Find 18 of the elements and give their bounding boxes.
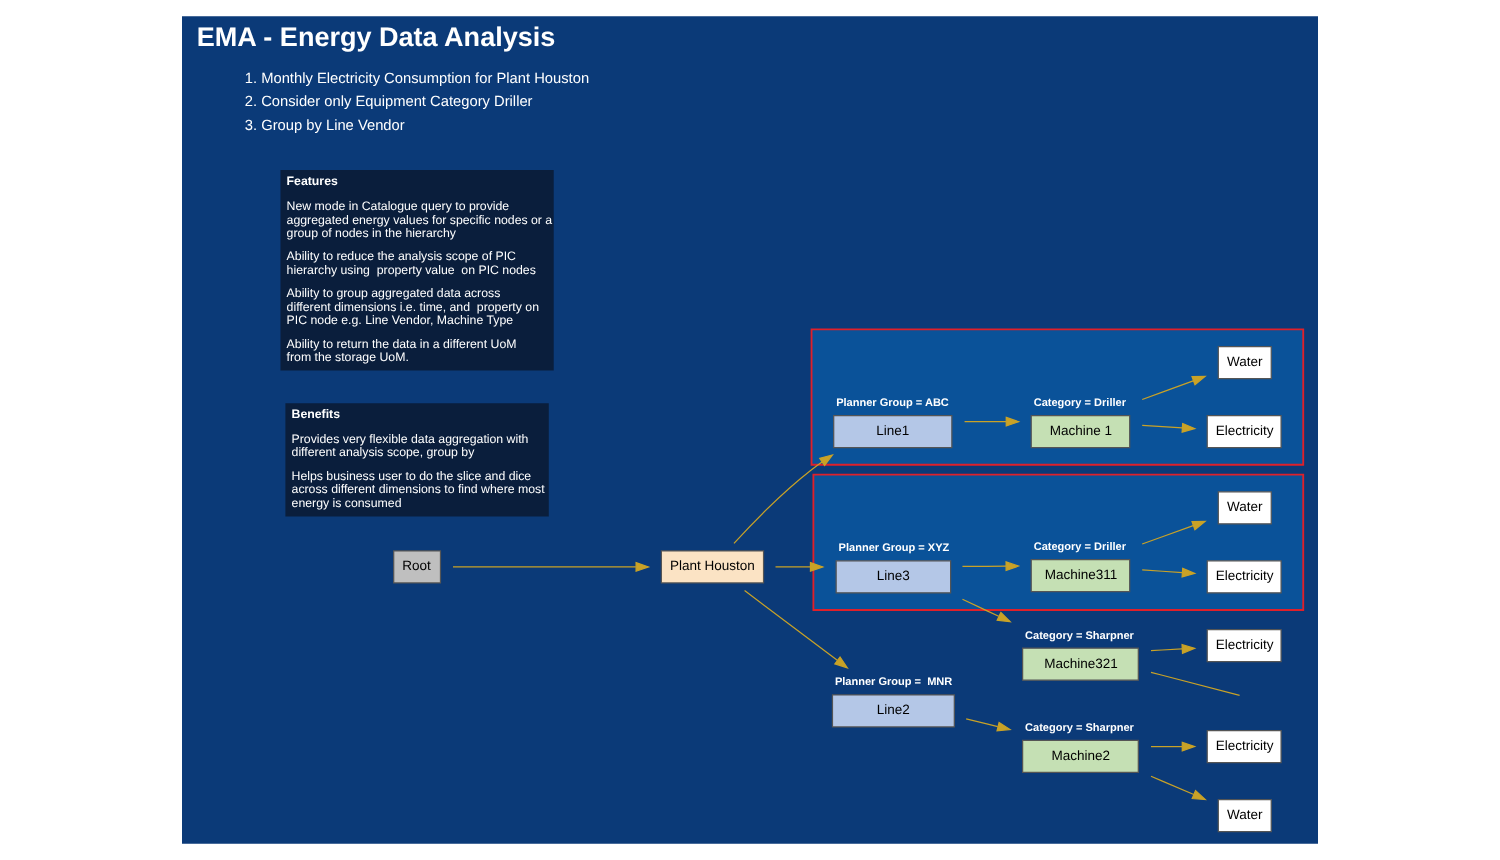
arrow bbox=[774, 561, 825, 573]
arrow bbox=[961, 561, 1021, 572]
diagram-title: EMA - Energy Data Analysis bbox=[196, 22, 556, 53]
arrow bbox=[1141, 422, 1197, 433]
arrow bbox=[961, 598, 1012, 623]
arrow bbox=[733, 453, 834, 544]
cluster bbox=[812, 473, 1305, 611]
connector bbox=[1150, 671, 1241, 696]
arrow bbox=[965, 718, 1012, 732]
arrow bbox=[1150, 643, 1197, 655]
arrow bbox=[1141, 567, 1197, 578]
arrow bbox=[1141, 520, 1207, 545]
arrow bbox=[1150, 775, 1207, 801]
arrow bbox=[452, 561, 651, 573]
arrow bbox=[1141, 375, 1207, 401]
arrow bbox=[743, 590, 849, 669]
arrow bbox=[963, 416, 1021, 427]
arrow bbox=[1150, 741, 1197, 752]
